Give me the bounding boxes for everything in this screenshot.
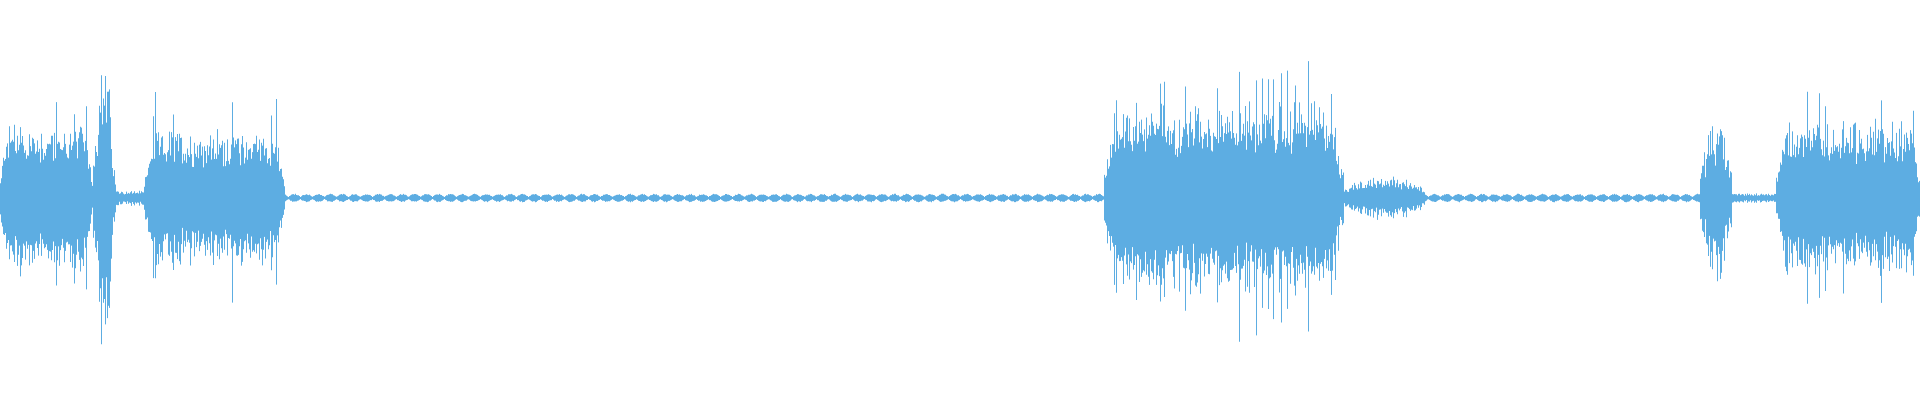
waveform-bars [0,61,1920,345]
waveform-path [0,61,1920,345]
